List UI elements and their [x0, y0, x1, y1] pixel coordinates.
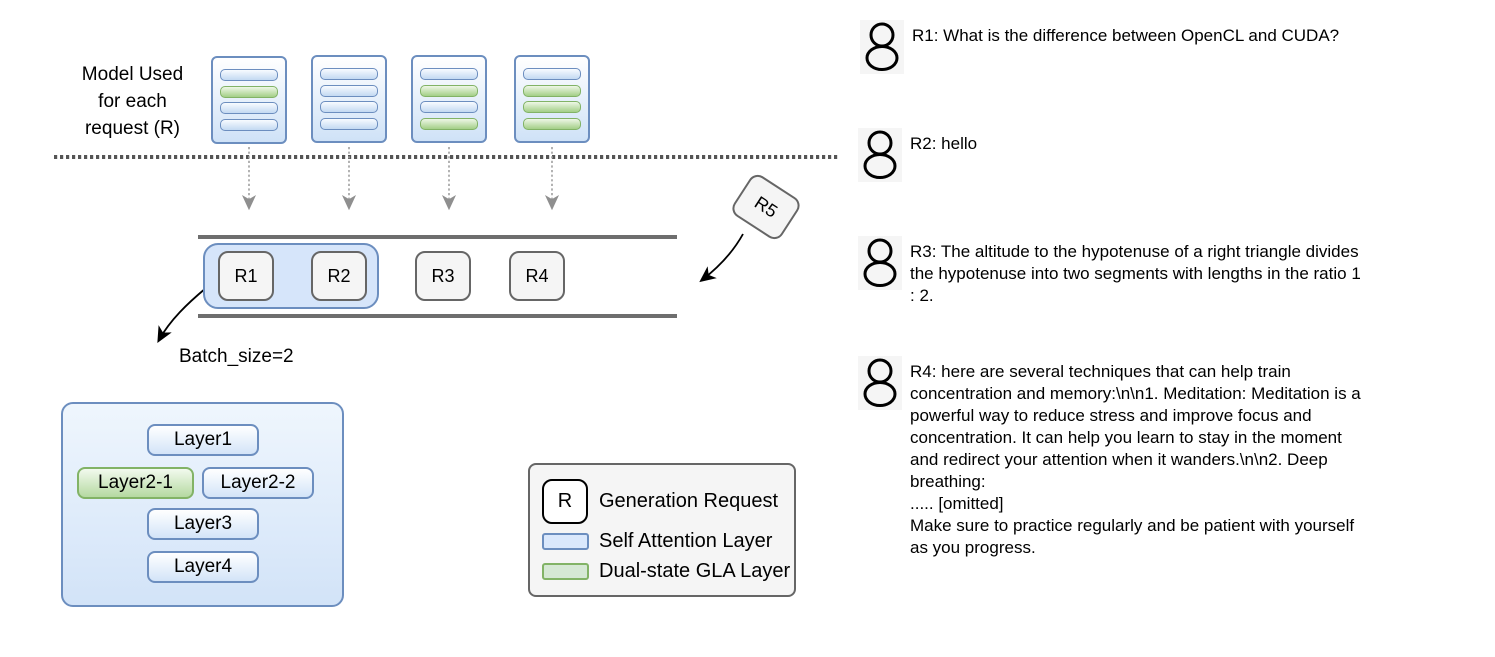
legend-request-symbol: R — [542, 479, 588, 524]
queue-request-r1: R1 — [218, 251, 274, 301]
layer-bar — [523, 84, 581, 97]
layer-bar — [220, 118, 278, 131]
request-message-r2: R2: hello — [858, 128, 1365, 182]
model-card-r3 — [411, 55, 487, 143]
layer-bar — [420, 68, 478, 80]
legend-gla-swatch — [542, 563, 589, 580]
layer-bar — [220, 85, 278, 98]
layer-bar — [523, 117, 581, 130]
request-message-r4: R4: here are several techniques that can… — [858, 356, 1365, 559]
user-icon — [858, 236, 902, 290]
request-text-r4-body: R4: here are several techniques that can… — [910, 362, 1361, 491]
request-text-r1: R1: What is the difference between OpenC… — [912, 26, 1340, 45]
legend-request-label: Generation Request — [599, 490, 779, 512]
layer-bar — [220, 69, 278, 81]
layer4-pill: Layer4 — [147, 551, 259, 583]
layer-bar — [420, 84, 478, 97]
layer-bar — [220, 102, 278, 115]
layer3-pill: Layer3 — [147, 508, 259, 540]
layer-bar — [420, 101, 478, 114]
layer-bar — [320, 84, 378, 97]
user-icon — [858, 128, 902, 182]
batch-size-label: Batch_size=2 — [179, 346, 294, 367]
user-icon — [860, 20, 904, 74]
model-card-r2 — [311, 55, 387, 143]
model-card-r1 — [211, 56, 287, 144]
layer-bar — [523, 68, 581, 80]
queue-request-r3: R3 — [415, 251, 471, 301]
legend-self-attention-swatch — [542, 533, 589, 550]
request-text-r2: R2: hello — [910, 134, 978, 153]
model-used-label: Model Used for each request (R) — [81, 64, 184, 139]
legend-self-attention-label: Self Attention Layer — [599, 530, 773, 552]
model-card-r4 — [514, 55, 590, 143]
layer-bar — [420, 117, 478, 130]
user-icon — [858, 356, 902, 410]
batch-annotation-arrow — [157, 287, 207, 343]
request-text-r4-omitted: ..... [omitted] — [910, 494, 1004, 513]
incoming-request-arrow — [699, 233, 744, 283]
layer-bar — [320, 117, 378, 130]
request-text-r4-closing: Make sure to practice regularly and be p… — [910, 516, 1355, 557]
layer-bar — [320, 101, 378, 114]
request-text-r3: R3: The altitude to the hypotenuse of a … — [910, 242, 1361, 305]
layer1-pill: Layer1 — [147, 424, 259, 456]
queue-request-r2: R2 — [311, 251, 367, 301]
legend-gla-label: Dual-state GLA Layer — [599, 560, 791, 582]
legend: R Generation Request Self Attention Laye… — [528, 463, 796, 597]
layer-bar — [523, 101, 581, 114]
layer2-1-pill: Layer2-1 — [77, 467, 194, 499]
layer2-2-pill: Layer2-2 — [202, 467, 314, 499]
model-layers-panel: Layer1 Layer2-1 Layer2-2 Layer3 Layer4 — [61, 402, 344, 607]
request-message-r1: R1: What is the difference between OpenC… — [860, 20, 1367, 74]
request-message-r3: R3: The altitude to the hypotenuse of a … — [858, 236, 1365, 307]
queue-request-r4: R4 — [509, 251, 565, 301]
layer-bar — [320, 68, 378, 80]
request-text-r4: R4: here are several techniques that can… — [910, 356, 1365, 559]
